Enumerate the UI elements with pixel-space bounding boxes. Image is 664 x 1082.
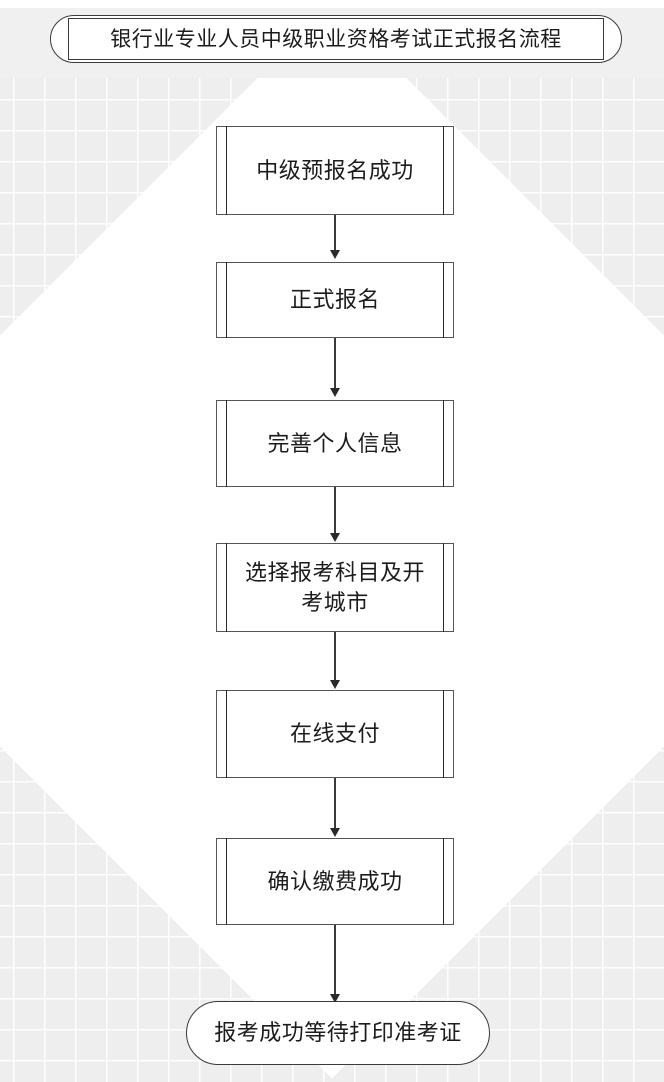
flow-step-5[interactable]: 在线支付 <box>216 689 454 779</box>
flow-step-3-label: 完善个人信息 <box>267 430 403 456</box>
flow-step-2[interactable]: 正式报名 <box>216 261 454 339</box>
connector-6 <box>334 925 336 997</box>
connector-1 <box>334 215 336 253</box>
flow-step-4-label: 选择报考科目及开考城市 <box>244 560 425 615</box>
connector-4-arrowhead-icon <box>330 680 340 689</box>
title-banner: 银行业专业人员中级职业资格考试正式报名流程 <box>68 18 604 60</box>
page-title: 银行业专业人员中级职业资格考试正式报名流程 <box>110 26 562 51</box>
connector-6-arrowhead-icon <box>330 994 340 1003</box>
flow-step-1[interactable]: 中级预报名成功 <box>216 125 454 216</box>
flow-step-3[interactable]: 完善个人信息 <box>216 399 454 488</box>
flow-step-6-label: 确认缴费成功 <box>267 868 403 894</box>
connector-3-arrowhead-icon <box>330 533 340 542</box>
flow-step-2-label: 正式报名 <box>289 287 380 313</box>
connector-1-arrowhead-icon <box>330 250 340 259</box>
connector-2 <box>334 338 336 391</box>
connector-3 <box>334 487 336 536</box>
connector-2-arrowhead-icon <box>330 388 340 397</box>
flow-step-4[interactable]: 选择报考科目及开考城市 <box>216 542 454 633</box>
connector-5-arrowhead-icon <box>330 828 340 837</box>
flow-step-1-label: 中级预报名成功 <box>256 157 414 183</box>
background-top-edge <box>0 0 664 8</box>
flow-step-6[interactable]: 确认缴费成功 <box>216 837 454 926</box>
flow-step-7-label: 报考成功等待打印准考证 <box>214 1020 462 1045</box>
connector-4 <box>334 632 336 683</box>
flow-step-5-label: 在线支付 <box>289 721 380 747</box>
flow-step-7-terminator[interactable]: 报考成功等待打印准考证 <box>186 1001 490 1065</box>
connector-5 <box>334 778 336 831</box>
